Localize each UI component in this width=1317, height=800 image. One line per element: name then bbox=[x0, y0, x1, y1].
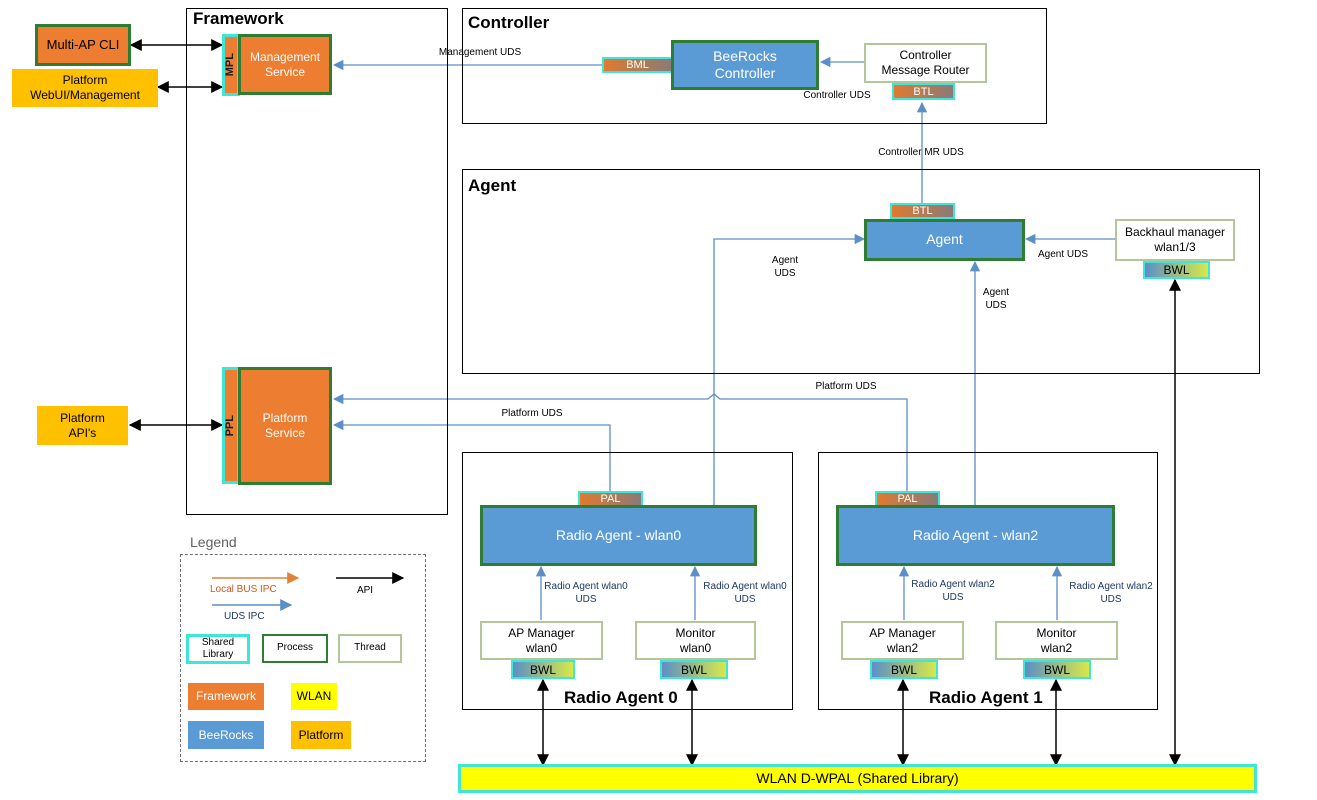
btl-controller-library: BTL bbox=[892, 83, 955, 100]
framework-group bbox=[186, 8, 448, 515]
agent-node: Agent bbox=[864, 219, 1025, 261]
controller-uds-label: Controller UDS bbox=[803, 90, 871, 101]
radio-agent-1-group bbox=[818, 452, 1158, 710]
agent-group-title: Agent bbox=[468, 176, 517, 195]
controller-group-title: Controller bbox=[468, 13, 550, 32]
ppl-label: PPL bbox=[224, 414, 237, 437]
radio-agent-1-group-title: Radio Agent 1 bbox=[929, 688, 1043, 707]
legend-beerocks-swatch: BeeRocks bbox=[188, 721, 264, 749]
agent-uds-left-label: Agent UDS bbox=[771, 255, 799, 279]
radio-agent-wlan0-uds-label-a: Radio Agent wlan0 UDS bbox=[544, 581, 628, 605]
radio-agent-0-group bbox=[462, 452, 793, 710]
agent-group bbox=[462, 169, 1260, 374]
legend-thread-swatch: Thread bbox=[338, 634, 402, 663]
backhaul-manager-node: Backhaul manager wlan1/3 bbox=[1115, 219, 1235, 261]
bml-library: BML bbox=[602, 57, 673, 73]
legend-framework-swatch: Framework bbox=[188, 683, 264, 710]
legend-api-label: API bbox=[356, 585, 374, 596]
management-service-node: Management Service bbox=[238, 34, 332, 95]
legend-shared-library-swatch: Shared Library bbox=[186, 634, 250, 664]
controller-mr-uds-label: Controller MR UDS bbox=[878, 147, 964, 158]
btl-agent-library: BTL bbox=[890, 203, 955, 219]
radio-agent-wlan0-uds-label-b: Radio Agent wlan0 UDS bbox=[703, 581, 787, 605]
legend-box bbox=[180, 554, 426, 762]
controller-group bbox=[462, 8, 1047, 124]
radio-agent-0-group-title: Radio Agent 0 bbox=[564, 688, 678, 707]
platform-uds-lower-label: Platform UDS bbox=[501, 408, 563, 419]
platform-webui-node: Platform WebUI/Management bbox=[12, 69, 158, 107]
ap-manager-wlan2-node: AP Manager wlan2 bbox=[841, 621, 964, 660]
uds-pal1-platform bbox=[332, 393, 908, 491]
agent-uds-vertical-label: Agent UDS bbox=[982, 287, 1010, 311]
uds-pal0-platform bbox=[332, 419, 611, 491]
radio-agent-wlan2-uds-label-a: Radio Agent wlan2 UDS bbox=[911, 579, 995, 603]
radio-agent-wlan2-node: Radio Agent - wlan2 bbox=[836, 505, 1115, 566]
platform-service-node: Platform Service bbox=[238, 367, 332, 485]
platform-apis-node: Platform API's bbox=[37, 406, 128, 445]
legend-uds-label: UDS IPC bbox=[224, 611, 265, 622]
wlan-dwpal-library: WLAN D-WPAL (Shared Library) bbox=[458, 764, 1257, 793]
controller-message-router-node: Controller Message Router bbox=[864, 43, 987, 83]
legend-local-bus-label: Local BUS IPC bbox=[210, 584, 277, 595]
legend-platform-swatch: Platform bbox=[291, 721, 351, 749]
legend-process-swatch: Process bbox=[262, 634, 328, 663]
monitor-wlan2-node: Monitor wlan2 bbox=[995, 621, 1118, 660]
pal-1-library: PAL bbox=[875, 491, 940, 507]
legend-wlan-swatch: WLAN bbox=[291, 683, 337, 710]
bwl-ap2-library: BWL bbox=[870, 660, 938, 679]
framework-group-title: Framework bbox=[193, 9, 284, 28]
bwl-backhaul-library: BWL bbox=[1143, 261, 1210, 279]
monitor-wlan0-node: Monitor wlan0 bbox=[635, 621, 756, 660]
platform-uds-upper-label: Platform UDS bbox=[815, 381, 877, 392]
agent-uds-right-label: Agent UDS bbox=[1037, 249, 1089, 260]
ap-manager-wlan0-node: AP Manager wlan0 bbox=[480, 621, 603, 660]
beerocks-controller-node: BeeRocks Controller bbox=[671, 40, 819, 90]
mpl-label: MPL bbox=[224, 53, 237, 77]
uds-radio0-agent bbox=[713, 233, 866, 505]
bwl-mon0-library: BWL bbox=[660, 660, 728, 679]
radio-agent-wlan0-node: Radio Agent - wlan0 bbox=[480, 505, 757, 566]
bwl-ap0-library: BWL bbox=[511, 660, 575, 679]
bwl-mon2-library: BWL bbox=[1023, 660, 1091, 679]
multi-ap-cli-node: Multi-AP CLI bbox=[35, 24, 131, 66]
legend-title: Legend bbox=[187, 534, 240, 550]
radio-agent-wlan2-uds-label-b: Radio Agent wlan2 UDS bbox=[1069, 581, 1153, 605]
management-uds-label: Management UDS bbox=[438, 47, 522, 58]
